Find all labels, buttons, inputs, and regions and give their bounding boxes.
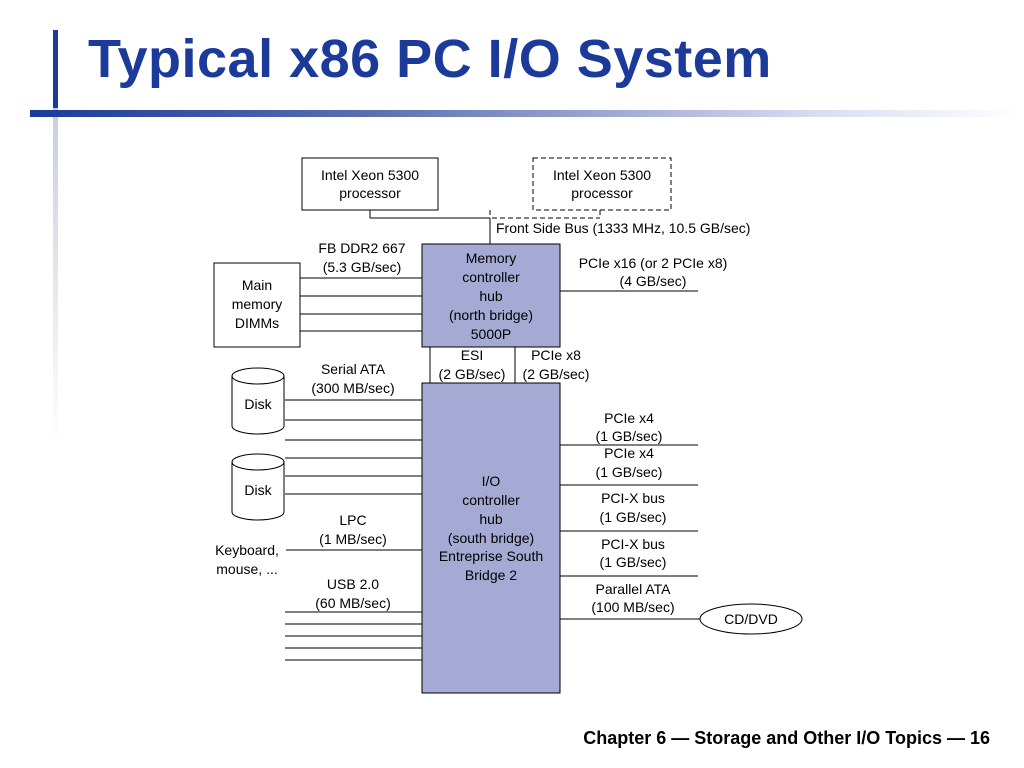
keyboard-label-1: Keyboard,: [215, 542, 279, 558]
memory-label-3: DIMMs: [235, 315, 279, 331]
north-label-3: hub: [479, 288, 503, 304]
north-label-1: Memory: [466, 250, 517, 266]
north-label-2: controller: [462, 269, 520, 285]
south-label-1: I/O: [482, 473, 501, 489]
north-bridge-box: [421, 243, 561, 348]
title-accent-bar: [53, 30, 58, 108]
disk2-cylinder: [231, 453, 285, 521]
disk2-label: Disk: [244, 482, 272, 498]
cddvd-ellipse: [699, 603, 803, 635]
north-label-5: 5000P: [471, 326, 511, 342]
lpc-label-1: LPC: [339, 512, 366, 528]
fbddr-label-2: (5.3 GB/sec): [323, 259, 402, 275]
cddvd-label: CD/DVD: [724, 611, 778, 627]
pcie4a-label-2: (1 GB/sec): [596, 428, 663, 444]
slide-title: Typical x86 PC I/O System: [88, 29, 772, 89]
lpc-label-2: (1 MB/sec): [319, 531, 387, 547]
pcie4b-label-2: (1 GB/sec): [596, 464, 663, 480]
south-label-6: Bridge 2: [465, 567, 517, 583]
disk1-cylinder: [231, 367, 285, 435]
pcie4a-label-1: PCIe x4: [604, 410, 654, 426]
south-label-3: hub: [479, 511, 503, 527]
esi-label-2: (2 GB/sec): [439, 366, 506, 382]
pcie8-label-1: PCIe x8: [531, 347, 581, 363]
cpu1-label-2: processor: [339, 185, 401, 201]
pcixb-label-1: PCI-X bus: [601, 536, 665, 552]
memory-label-1: Main: [242, 277, 272, 293]
cpu1-box: [301, 157, 439, 211]
fsb-label: Front Side Bus (1333 MHz, 10.5 GB/sec): [496, 220, 750, 236]
pata-label-2: (100 MB/sec): [591, 599, 674, 615]
usb-label-1: USB 2.0: [327, 576, 379, 592]
disk1-label: Disk: [244, 396, 272, 412]
keyboard-label-2: mouse, ...: [216, 561, 277, 577]
pata-label-1: Parallel ATA: [596, 581, 672, 597]
pcixb-label-2: (1 GB/sec): [600, 554, 667, 570]
south-label-4: (south bridge): [448, 530, 534, 546]
north-label-4: (north bridge): [449, 307, 533, 323]
pcie8-label-2: (2 GB/sec): [523, 366, 590, 382]
cpu2-box: [532, 157, 672, 211]
title-underline: [30, 110, 1020, 117]
sata-label-2: (300 MB/sec): [311, 380, 394, 396]
memory-label-2: memory: [232, 296, 283, 312]
pcie16-label-1: PCIe x16 (or 2 PCIe x8): [579, 255, 728, 271]
usb-label-2: (60 MB/sec): [315, 595, 390, 611]
cpu2-label-1: Intel Xeon 5300: [553, 167, 651, 183]
esi-label-1: ESI: [461, 347, 484, 363]
south-label-5: Entreprise South: [439, 548, 543, 564]
slide-footer: Chapter 6 — Storage and Other I/O Topics…: [583, 728, 990, 748]
sata-label-1: Serial ATA: [321, 361, 386, 377]
pcixa-label-1: PCI-X bus: [601, 490, 665, 506]
pcie16-label-2: (4 GB/sec): [620, 273, 687, 289]
south-bridge-box: [421, 382, 561, 694]
south-label-2: controller: [462, 492, 520, 508]
pcixa-label-2: (1 GB/sec): [600, 509, 667, 525]
fbddr-label-1: FB DDR2 667: [318, 240, 405, 256]
cpu2-label-2: processor: [571, 185, 633, 201]
pcie4b-label-1: PCIe x4: [604, 445, 654, 461]
left-fade-bar: [53, 108, 58, 448]
cpu1-label-1: Intel Xeon 5300: [321, 167, 419, 183]
main-memory-box: [213, 262, 301, 348]
